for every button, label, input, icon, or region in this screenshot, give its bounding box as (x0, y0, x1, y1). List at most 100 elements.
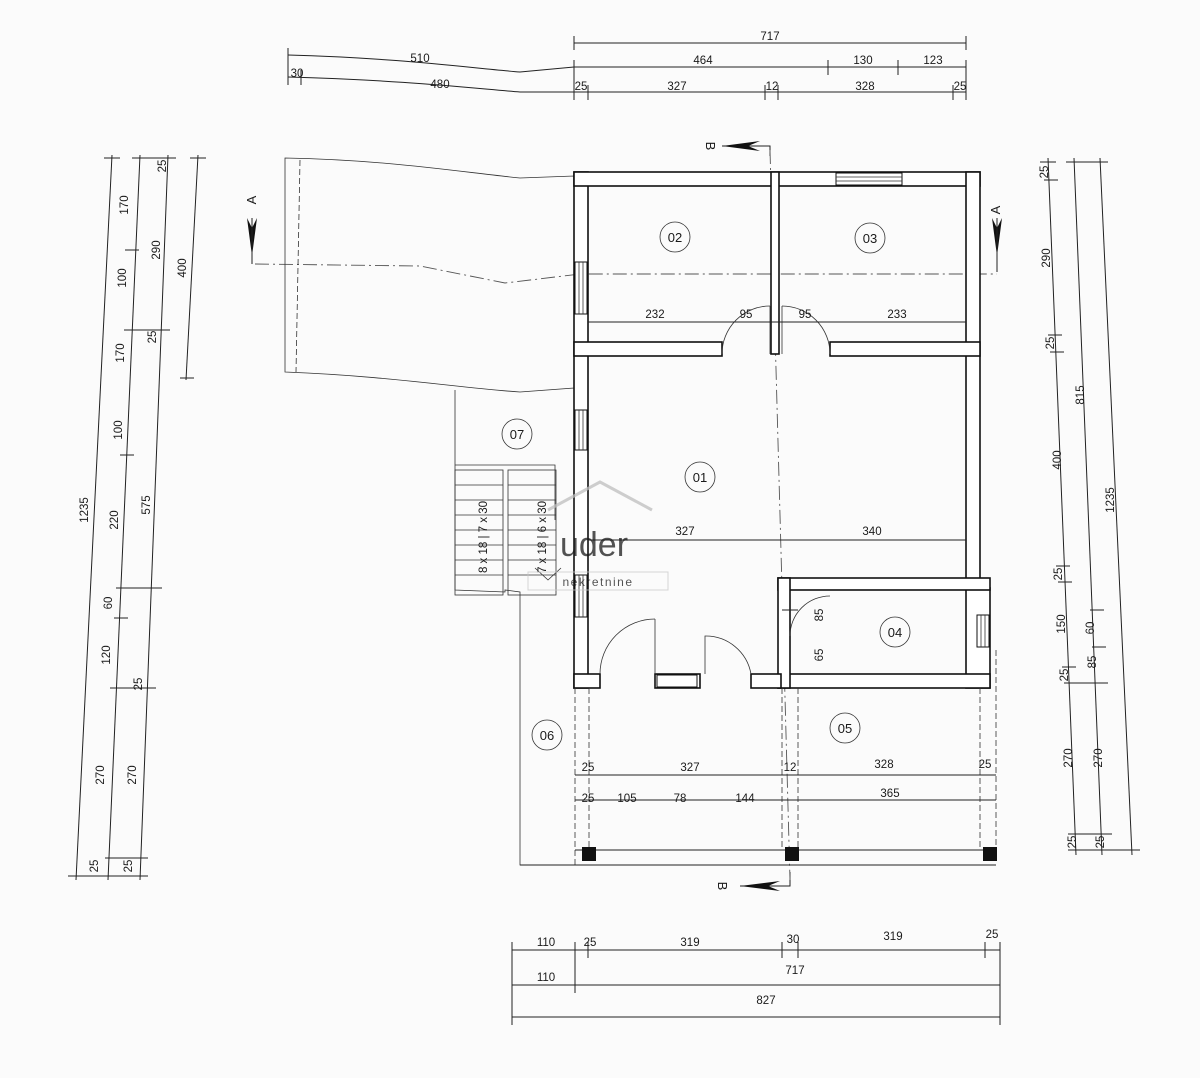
top-dimension-lines (287, 36, 967, 100)
dim-room01-left: 327 (675, 526, 694, 538)
dim-top-row3-3: 327 (667, 81, 686, 93)
dim-top-row2-3: 123 (923, 55, 942, 67)
dim-left3-5: 270 (127, 765, 139, 784)
room-label-07: 07 (510, 427, 524, 442)
dim-left2-8: 25 (123, 860, 135, 873)
section-arrow-b-top (722, 141, 771, 156)
dim-left2-3: 100 (113, 420, 125, 439)
dim-bottom1-2: 319 (680, 937, 699, 949)
dim-left2-6: 120 (101, 645, 113, 664)
dim-terrace1-2: 12 (784, 762, 797, 774)
stairs-label-left: 8 x 18 | 7 x 30 (478, 501, 490, 573)
terrace-outline (520, 650, 997, 866)
dim-top-row3-0: 30 (291, 68, 304, 80)
house-walls (573, 171, 991, 689)
dim-right1-8: 25 (1067, 836, 1079, 849)
door-swings (599, 305, 831, 675)
dim-terrace2-3: 144 (735, 793, 755, 805)
room-label-06: 06 (540, 728, 554, 743)
dim-left2-7: 270 (95, 765, 107, 784)
dim-right1-1: 290 (1041, 248, 1053, 267)
dim-right2-2: 85 (1087, 656, 1099, 669)
dim-top-row3-5: 328 (855, 81, 874, 93)
dim-left3-1: 290 (151, 240, 163, 259)
dim-right1-5: 150 (1056, 614, 1068, 633)
dim-left3-0: 25 (157, 160, 169, 173)
dim-right1-2: 25 (1045, 337, 1057, 350)
dim-right1-3: 400 (1052, 450, 1064, 469)
dim-terrace1-1: 327 (680, 762, 699, 774)
section-arrow-a-right (992, 218, 1002, 272)
watermark-subtitle: nekretnine (562, 575, 633, 589)
left-dimension-lines (68, 154, 206, 881)
room-label-05: 05 (838, 721, 852, 736)
dim-right1-6: 25 (1059, 669, 1071, 682)
dim-terrace2-4: 365 (880, 788, 899, 800)
dim-top-row2-2: 130 (853, 55, 872, 67)
section-arrow-b-bottom (740, 872, 791, 891)
dim-room02-width: 232 (645, 309, 664, 321)
dim-left3-4: 25 (133, 678, 145, 691)
dim-terrace1-3: 328 (874, 759, 893, 771)
dim-right2-4: 25 (1095, 836, 1107, 849)
stairs-area (454, 390, 575, 866)
dim-top-row3-1: 480 (430, 79, 449, 91)
dim-bottom1-3: 30 (787, 934, 800, 946)
dim-bottom3-0: 827 (756, 995, 775, 1007)
dim-top-row2-0: 510 (410, 53, 429, 65)
dim-bottom2-1: 717 (785, 965, 804, 977)
section-axis-a (254, 263, 997, 284)
dim-left2-1: 100 (117, 268, 129, 287)
room-label-04: 04 (888, 625, 902, 640)
dim-bottom1-5: 25 (986, 929, 999, 941)
dim-left2-2: 170 (115, 343, 127, 362)
dim-top-row3-2: 25 (575, 81, 588, 93)
room-markers (501, 221, 911, 751)
dim-terrace1-0: 25 (582, 762, 595, 774)
dim-top-row3-4: 12 (766, 81, 779, 93)
dim-right3-0: 1235 (1105, 487, 1117, 513)
bottom-dimension-lines (511, 942, 1001, 1025)
stairs-label-right: 7 x 18 | 6 x 30 (537, 501, 549, 573)
watermark-brand: uder (560, 526, 628, 564)
dim-left2-0: 170 (119, 195, 131, 214)
dim-room01-right: 340 (862, 526, 881, 538)
dim-right1-0: 25 (1039, 166, 1051, 179)
right-dimension-lines (1040, 157, 1140, 856)
dim-terrace2-2: 78 (674, 793, 687, 805)
dim-terrace1-4: 25 (979, 759, 992, 771)
dim-bottom1-1: 25 (584, 937, 597, 949)
dim-room03-width: 233 (887, 309, 906, 321)
dim-door-03: 95 (799, 309, 812, 321)
room-label-02: 02 (668, 230, 682, 245)
dim-left1-1: 25 (89, 860, 101, 873)
dim-left2-4: 220 (109, 510, 121, 529)
dim-terrace2-1: 105 (617, 793, 636, 805)
dim-top-row2-1: 464 (693, 55, 713, 67)
dim-room04-upper: 85 (814, 609, 826, 622)
dim-top-row3-6: 25 (954, 81, 967, 93)
interior-dimension-lines (575, 321, 996, 801)
section-label-b-top: B (703, 142, 718, 151)
room-label-01: 01 (693, 470, 707, 485)
section-label-a-left: A (244, 195, 259, 204)
section-label-b-bottom: B (715, 882, 730, 891)
dim-left4-0: 400 (177, 258, 189, 277)
dim-left2-5: 60 (103, 597, 115, 610)
dim-room04-lower: 65 (814, 649, 826, 662)
dim-right2-1: 60 (1085, 622, 1097, 635)
dim-left3-2: 25 (147, 331, 159, 344)
dim-door-02: 95 (740, 309, 753, 321)
dim-right2-0: 815 (1075, 385, 1087, 404)
landing-outline (284, 157, 575, 393)
dim-right1-4: 25 (1053, 568, 1065, 581)
dim-right1-7: 270 (1063, 748, 1075, 767)
dim-terrace2-0: 25 (582, 793, 595, 805)
watermark-logo: uder nekretnine (527, 480, 669, 591)
dim-bottom2-0: 110 (537, 972, 555, 984)
dim-left1-0: 1235 (79, 497, 91, 523)
section-arrow-a-left (247, 218, 257, 264)
dim-right2-3: 270 (1093, 748, 1105, 767)
dim-bottom1-4: 319 (883, 931, 902, 943)
